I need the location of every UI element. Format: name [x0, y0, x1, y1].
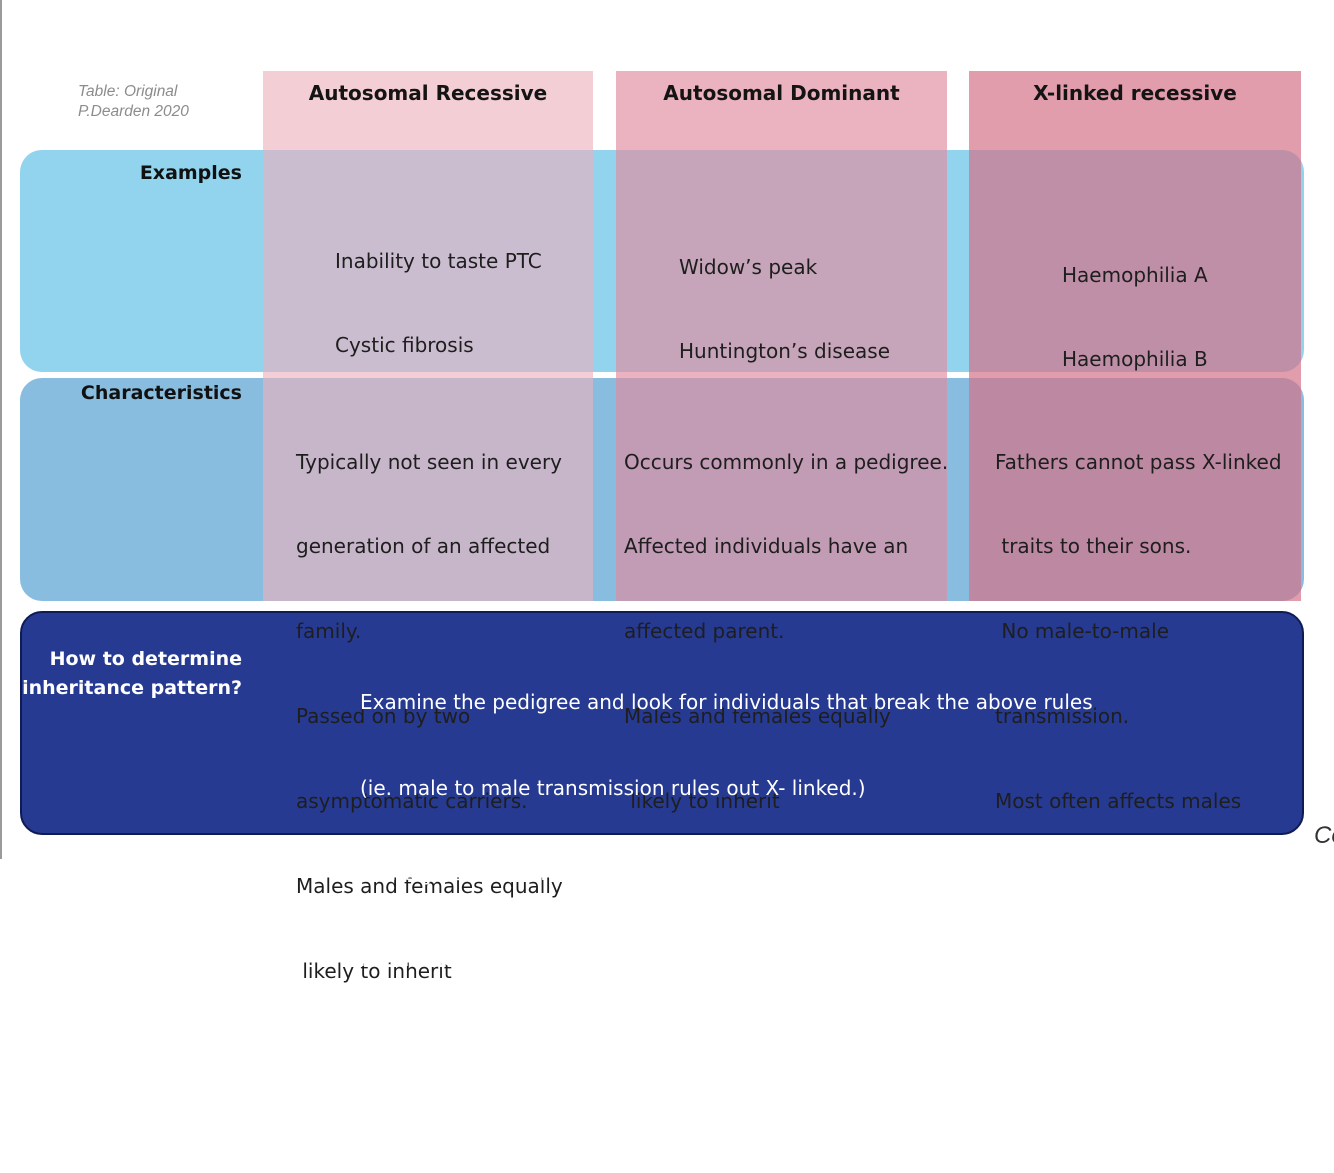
- how-line: Find the inheritance pattern that explai…: [360, 1032, 1181, 1056]
- how-line: mean the condition is dominant: [360, 946, 679, 971]
- cell-line: traits to their sons.: [995, 534, 1192, 559]
- how-to-determine-text: Examine the pedigree and look for indivi…: [360, 631, 1181, 1173]
- how-line: Examine the pedigree and look for indivi…: [360, 690, 1093, 714]
- characteristics-autosomal-dominant-cell: Occurs commonly in a pedigree. Affected …: [624, 391, 948, 844]
- examples-autosomal-recessive-cell: Inability to taste PTC Cystic fibrosis: [335, 190, 542, 388]
- cell-line: generation of an affected: [296, 534, 551, 559]
- cell-line: Cystic fibrosis: [335, 333, 474, 358]
- cell-line: Passed on by two: [296, 704, 471, 729]
- examples-x-linked-recessive-cell: Haemophilia A Haemophilia B: [1062, 204, 1208, 402]
- how-to-determine-row-label: How to determine inheritance pattern?: [22, 645, 242, 703]
- x-linked-recessive-header: X-linked recessive: [1033, 81, 1237, 105]
- left-frame-border: [0, 0, 2, 859]
- table-caption: Table: Original P.Dearden 2020: [78, 82, 258, 122]
- autosomal-dominant-header: Autosomal Dominant: [663, 81, 900, 105]
- how-label-line-2: inheritance pattern?: [22, 677, 242, 699]
- x-linked-recessive-column: [969, 71, 1301, 601]
- cell-line: affected parent.: [624, 619, 785, 644]
- characteristics-row-label: Characteristics: [80, 382, 242, 404]
- examples-row-label: Examples: [139, 162, 242, 184]
- autosomal-recessive-column: [263, 71, 593, 601]
- cell-line: Huntington’s disease: [679, 339, 891, 364]
- cell-line: Inability to taste PTC: [335, 248, 542, 273]
- cell-line: Affected individuals have an: [624, 534, 909, 559]
- caption-line-2: P.Dearden 2020: [78, 103, 189, 120]
- cell-line: transmission.: [995, 704, 1130, 729]
- autosomal-dominant-column: [616, 71, 947, 601]
- how-label-line-1: How to determine: [49, 648, 242, 670]
- cell-line: Widow’s peak: [679, 254, 818, 279]
- cell-line: Haemophilia B: [1062, 347, 1208, 372]
- cell-line: Haemophilia A: [1062, 262, 1208, 287]
- how-line: (ie. male to male transmission rules out…: [360, 775, 866, 800]
- autosomal-recessive-header: Autosomal Recessive: [308, 81, 548, 105]
- cell-line: Fathers cannot pass X-linked: [995, 449, 1282, 474]
- cell-line: Most often affects males: [995, 789, 1242, 814]
- examples-autosomal-dominant-cell: Widow’s peak Huntington’s disease: [679, 196, 890, 394]
- how-to-determine-row-band: [20, 611, 1304, 835]
- cropped-corner-text: Co: [1314, 822, 1334, 849]
- cell-line: family.: [296, 619, 362, 644]
- how-line: Think!: [360, 1117, 423, 1142]
- caption-line-1: Table: Original: [78, 83, 178, 100]
- characteristics-x-linked-recessive-cell: Fathers cannot pass X-linked traits to t…: [995, 391, 1282, 844]
- cell-line: asymptomatic carriers.: [296, 789, 528, 814]
- cell-line: No male-to-male: [995, 619, 1169, 644]
- cell-line: Males and females equally: [624, 704, 891, 729]
- cell-line: likely to inherit: [624, 789, 780, 814]
- cell-line: Occurs commonly in a pedigree.: [624, 449, 949, 474]
- cell-line: Typically not seen in every: [296, 449, 563, 474]
- how-line: Identify carriers who do not have the co…: [360, 861, 1123, 885]
